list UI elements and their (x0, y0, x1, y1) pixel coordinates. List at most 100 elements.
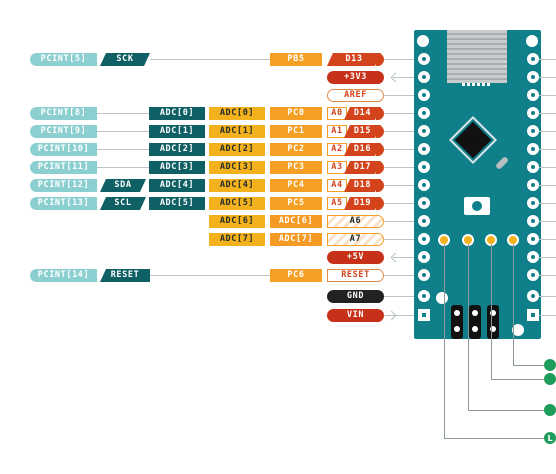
digital-pin-end (376, 179, 384, 192)
header-pin-icon (418, 269, 430, 281)
analog-pin-label: A1 (327, 125, 347, 138)
adc-label: ADC[6] (270, 215, 322, 228)
pcint-label: PCINT[5] (30, 53, 97, 66)
header-pin-icon (418, 215, 430, 227)
digital-pin-label: D14 (344, 107, 381, 120)
connector-line (384, 95, 414, 96)
adc-label: ADC[0] (149, 107, 205, 120)
connector-line (384, 185, 414, 186)
square-pad-icon (418, 309, 430, 321)
led-legend-dot (544, 359, 556, 371)
header-pin-icon (418, 251, 430, 263)
led-legend-dot (544, 404, 556, 416)
analog-pin-label: A5 (327, 197, 347, 210)
adc-label: ADC[0] (209, 107, 265, 120)
header-pin-icon (418, 143, 430, 155)
digital-pin-end (376, 161, 384, 174)
port-label: PC3 (270, 161, 322, 174)
connector-line (384, 203, 414, 204)
led-legend-letter: L (547, 434, 553, 443)
vin-label: VIN (327, 309, 384, 322)
reset-pin-label: RESET (327, 269, 384, 282)
header-pin-icon (418, 290, 430, 302)
header-pin-icon (527, 89, 539, 101)
adc-label: ADC[5] (209, 197, 265, 210)
header-pin-icon (418, 125, 430, 137)
connector-line (539, 296, 556, 297)
adc-label: ADC[7] (270, 233, 322, 246)
power-3v3-label: +3V3 (327, 71, 384, 84)
leader-line (491, 244, 492, 379)
function-label: SCL (100, 197, 146, 210)
adc-label: ADC[6] (209, 215, 265, 228)
connector-line (150, 275, 270, 276)
connector-line (97, 113, 149, 114)
adc-label: ADC[1] (149, 125, 205, 138)
adc-label: ADC[3] (209, 161, 265, 174)
adc-label: ADC[3] (149, 161, 205, 174)
leader-line (513, 244, 514, 365)
aref-label: AREF (327, 89, 384, 102)
connector-line (539, 257, 556, 258)
led-icon (440, 236, 448, 244)
pcint-label: PCINT[13] (30, 197, 97, 210)
analog-pin-label: A4 (327, 179, 347, 192)
digital-pin-end (376, 125, 384, 138)
mounting-hole-icon (417, 35, 429, 47)
leader-line (468, 410, 544, 411)
digital-pin-label: D19 (344, 197, 381, 210)
adc-label: ADC[2] (209, 143, 265, 156)
header-pin-icon (527, 161, 539, 173)
connector-line (539, 167, 556, 168)
connector-line (384, 167, 414, 168)
connector-line (384, 149, 414, 150)
header-pin-icon (418, 71, 430, 83)
header-pin-icon (527, 251, 539, 263)
connector-line (539, 95, 556, 96)
connector-line (384, 131, 414, 132)
connector-line (539, 275, 556, 276)
port-label: PC4 (270, 179, 322, 192)
adc-label: ADC[7] (209, 233, 265, 246)
analog-only-pin-label: A6 (327, 215, 384, 228)
icsp-header-icon (487, 305, 499, 339)
connector-line (393, 77, 414, 78)
analog-only-pin-label: A7 (327, 233, 384, 246)
leader-line (444, 438, 544, 439)
digital-pin-end (376, 143, 384, 156)
connector-line (539, 203, 556, 204)
pcint-label: PCINT[11] (30, 161, 97, 174)
connector-line (384, 221, 414, 222)
digital-pin-end (376, 53, 384, 66)
connector-line (97, 131, 149, 132)
adc-label: ADC[4] (209, 179, 265, 192)
usb-connector-icon (447, 30, 507, 83)
adc-label: ADC[4] (149, 179, 205, 192)
adc-label: ADC[2] (149, 143, 205, 156)
pcint-label: PCINT[12] (30, 179, 97, 192)
analog-pin-label: A2 (327, 143, 347, 156)
digital-pin-label: D13 (327, 53, 381, 66)
usb-pins-icon (462, 83, 490, 86)
led-legend-dot (544, 432, 556, 444)
digital-pin-label: D17 (344, 161, 381, 174)
connector-line (384, 59, 414, 60)
connector-line (384, 239, 414, 240)
header-pin-icon (527, 143, 539, 155)
connector-line (539, 315, 556, 316)
icsp-header-icon (469, 305, 481, 339)
adc-label: ADC[1] (209, 125, 265, 138)
connector-line (384, 296, 414, 297)
header-pin-icon (527, 290, 539, 302)
square-pad-icon (527, 309, 539, 321)
connector-line (539, 113, 556, 114)
header-pin-icon (527, 107, 539, 119)
digital-pin-label: D18 (344, 179, 381, 192)
connector-line (393, 257, 414, 258)
connector-line (384, 315, 414, 316)
function-label: RESET (100, 269, 150, 282)
function-label: SCK (100, 53, 150, 66)
mounting-hole-icon (512, 324, 524, 336)
digital-pin-end (376, 197, 384, 210)
